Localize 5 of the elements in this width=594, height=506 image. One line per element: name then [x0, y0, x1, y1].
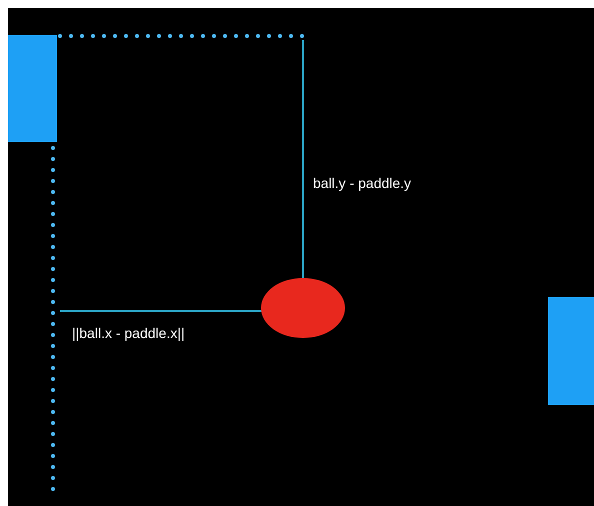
paddle [548, 297, 594, 405]
dimension-label: ball.y - paddle.y [313, 175, 412, 191]
paddle [8, 35, 57, 142]
dimension-label: ||ball.x - paddle.x|| [72, 325, 185, 341]
ball [261, 278, 345, 338]
